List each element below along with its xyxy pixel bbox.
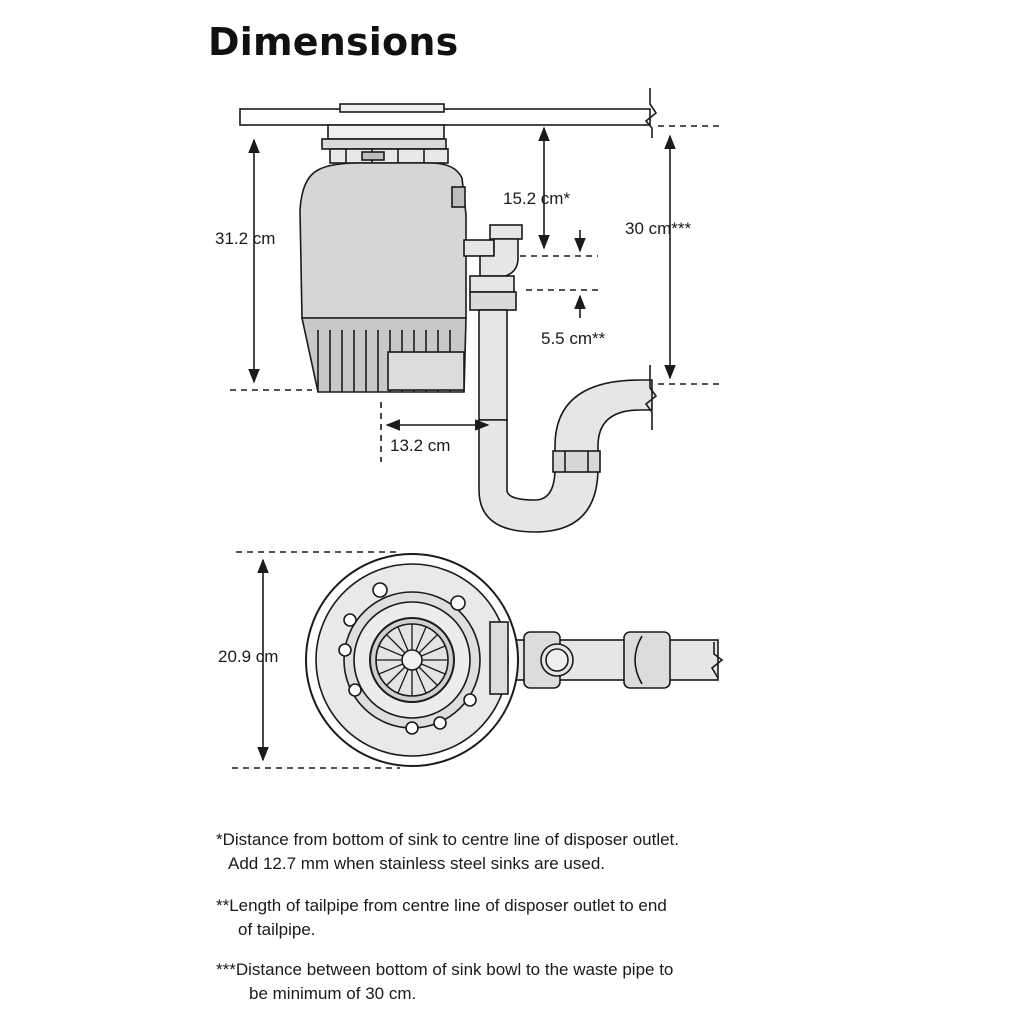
outlet-offset-label: 13.2 cm: [390, 436, 450, 455]
outlet-pipe: [463, 224, 523, 421]
footnote-outlet: *Distance from bottom of sink to centre …: [216, 828, 679, 876]
diameter-label: 20.9 cm: [218, 647, 278, 666]
top-view: [305, 553, 724, 767]
pipe-break-icon: [644, 365, 658, 430]
footnote-outlet-line2: Add 12.7 mm when stainless steel sinks a…: [228, 854, 606, 873]
height-label: 31.2 cm: [215, 229, 275, 248]
counter-break-icon: [644, 88, 658, 138]
top-dimensions: [232, 551, 400, 769]
disposer-body: [299, 162, 467, 319]
side-dimensions: [230, 125, 722, 462]
waste-pipe-top: [499, 631, 724, 689]
waste-pipe-label: 30 cm***: [625, 219, 692, 238]
footnote-waste-pipe-line2: be minimum of 30 cm.: [249, 984, 417, 1003]
outlet-drop-label: 15.2 cm*: [503, 189, 570, 208]
sink-counter: [239, 108, 651, 126]
disposer-base: [301, 317, 467, 393]
tailpipe-label: 5.5 cm**: [541, 329, 606, 348]
footnote-tailpipe-line1: **Length of tailpipe from centre line of…: [216, 896, 667, 915]
reset-button: [451, 186, 466, 208]
mounting-assembly: [321, 103, 449, 164]
footnote-tailpipe: **Length of tailpipe from centre line of…: [216, 894, 667, 942]
side-view: [239, 88, 658, 533]
trap-nut: [552, 450, 601, 473]
footnote-waste-pipe: ***Distance between bottom of sink bowl …: [216, 958, 673, 1006]
footnote-outlet-line1: *Distance from bottom of sink to centre …: [216, 830, 680, 849]
page-title: Dimensions: [208, 20, 459, 64]
footnote-tailpipe-line2: of tailpipe.: [238, 920, 316, 939]
footnote-waste-pipe-line1: ***Distance between bottom of sink bowl …: [216, 960, 674, 979]
mounting-ring: [338, 582, 477, 735]
